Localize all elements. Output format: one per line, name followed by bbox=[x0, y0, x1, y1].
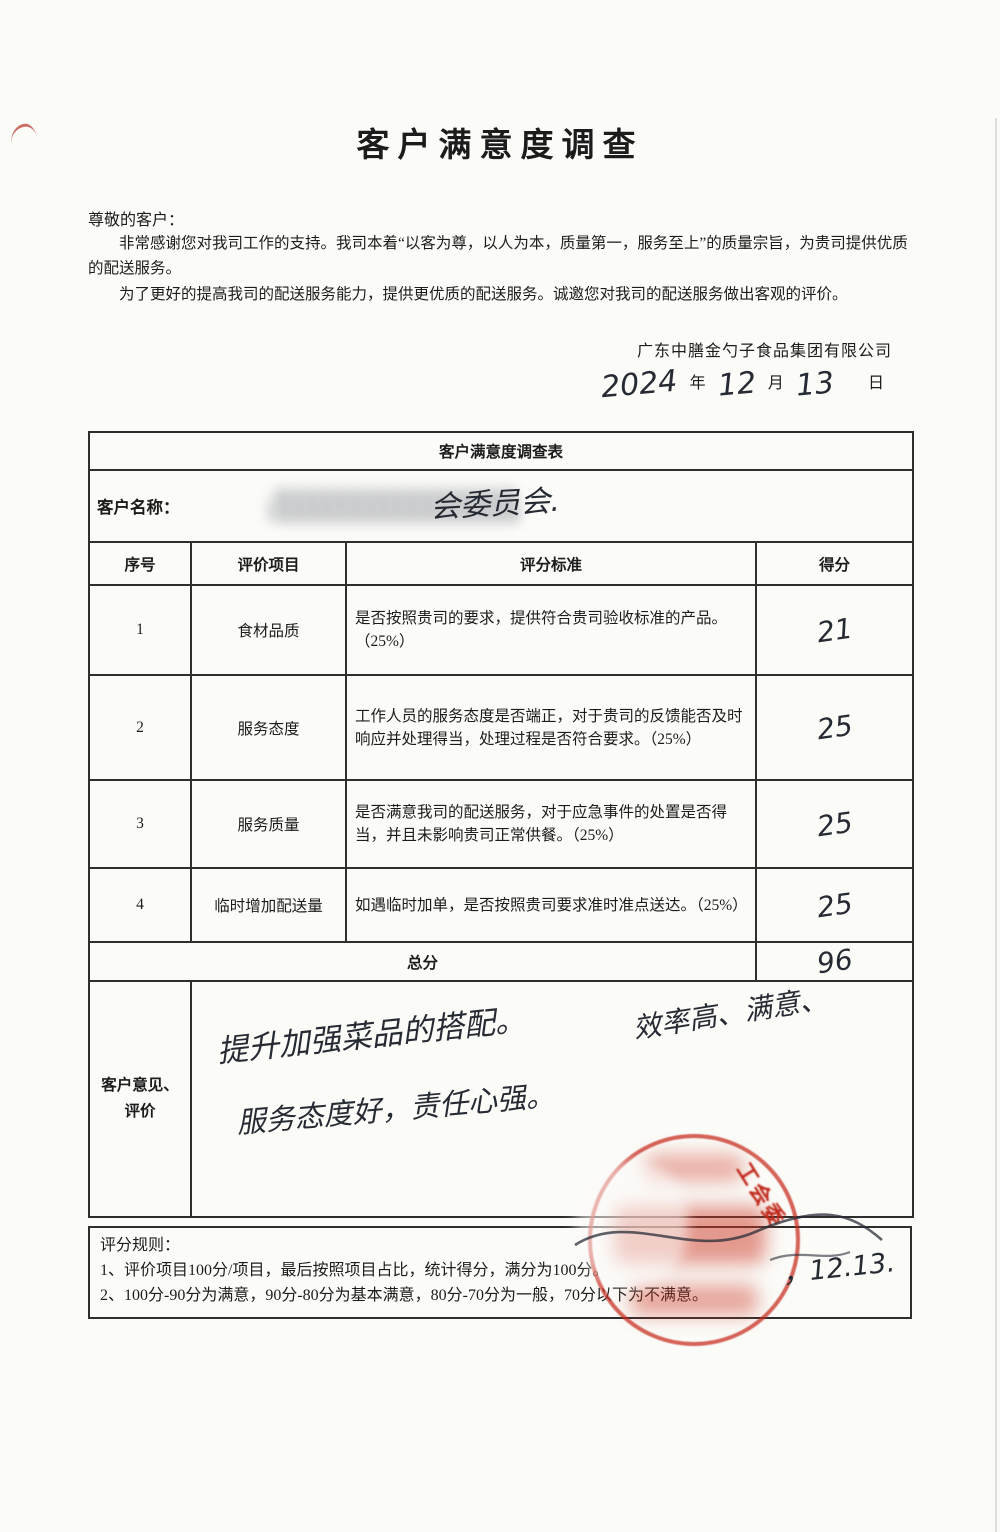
row-criteria: 是否按照贵司的要求，提供符合贵司验收标准的产品。（25%） bbox=[345, 584, 757, 677]
header-item: 评价项目 bbox=[190, 541, 347, 587]
handwritten-score: 25 bbox=[814, 886, 855, 925]
document-page: 客户满意度调查 尊敬的客户： 非常感谢您对我司工作的支持。我司本着“以客为尊，以… bbox=[0, 118, 1000, 1319]
handwritten-month: 12 bbox=[716, 365, 758, 404]
row-criteria: 工作人员的服务态度是否端正，对于贵司的反馈能否及时响应并处理得当，处理过程是否符… bbox=[345, 674, 757, 782]
handwritten-comment-line3: 服务态度好，责任心强。 bbox=[235, 1078, 557, 1141]
row-no: 1 bbox=[88, 584, 192, 677]
total-row: 总分 96 bbox=[88, 941, 915, 983]
table-title-row: 客户满意度调查表 bbox=[87, 431, 915, 472]
row-item: 临时增加配送量 bbox=[190, 867, 347, 944]
row-item: 服务质量 bbox=[190, 779, 347, 870]
table-row: 4 临时增加配送量 如遇临时加单，是否按照贵司要求准时准点送达。（25%） 25 bbox=[88, 867, 915, 944]
customer-name-row: 客户名称： 会委员会. bbox=[87, 469, 915, 544]
intro-paragraph-1: 非常感谢您对我司工作的支持。我司本着“以客为尊，以人为本，质量第一，服务至上”的… bbox=[88, 235, 908, 278]
rules-title: 评分规则： bbox=[100, 1237, 181, 1255]
row-item: 服务态度 bbox=[190, 674, 347, 782]
rule-2: 2、100分-90分为满意，90分-80分为基本满意，80分-70分为一般，70… bbox=[100, 1286, 708, 1304]
table-title: 客户满意度调查表 bbox=[87, 431, 915, 472]
row-no: 3 bbox=[88, 779, 192, 870]
comment-row: 客户意见、评价 提升加强菜品的搭配。 效率高、满意、 服务态度好，责任心强。 bbox=[88, 980, 915, 1219]
rule-1: 1、评价项目100分/项目，最后按照项目占比，统计得分，满分为100分。 bbox=[100, 1262, 609, 1280]
header-score: 得分 bbox=[754, 541, 915, 587]
handwritten-day: 13 bbox=[794, 365, 836, 404]
customer-name-redaction-blur bbox=[270, 489, 520, 524]
handwritten-score: 25 bbox=[814, 805, 855, 844]
handwritten-year: 2024 bbox=[599, 364, 679, 406]
comment-area: 提升加强菜品的搭配。 效率高、满意、 服务态度好，责任心强。 bbox=[189, 980, 915, 1219]
scan-edge-line bbox=[995, 118, 997, 1532]
row-no: 4 bbox=[88, 867, 192, 944]
company-name: 广东中膳金勺子食品集团有限公司 bbox=[636, 343, 892, 361]
total-label: 总分 bbox=[88, 941, 757, 983]
handwritten-comment-line1: 提升加强菜品的搭配。 bbox=[215, 1002, 528, 1071]
column-header-row: 序号 评价项目 评分标准 得分 bbox=[88, 541, 915, 587]
row-no: 2 bbox=[88, 674, 192, 782]
survey-table: 客户满意度调查表 客户名称： 会委员会. 序号 评价项目 评分标准 得分 1 食… bbox=[87, 431, 915, 1219]
table-row: 3 服务质量 是否满意我司的配送服务，对于应急事件的处置是否得当，并且未影响贵司… bbox=[88, 779, 915, 870]
handwritten-score: 21 bbox=[814, 611, 855, 650]
header-criteria: 评分标准 bbox=[345, 541, 757, 587]
year-label: 年 bbox=[689, 375, 706, 393]
date-line: 2024 年 12 月 13 日 bbox=[88, 364, 912, 419]
handwritten-total-score: 96 bbox=[814, 943, 855, 981]
handwritten-comment-line2: 效率高、满意、 bbox=[630, 982, 830, 1046]
header-no: 序号 bbox=[88, 541, 192, 587]
customer-name-handwritten: 会委员会. bbox=[429, 483, 561, 526]
red-stamp: 工会委 bbox=[576, 1134, 800, 1346]
row-criteria: 如遇临时加单，是否按照贵司要求准时准点送达。（25%） bbox=[345, 867, 757, 944]
stamp-blurred-text-bottom bbox=[630, 1284, 758, 1316]
row-criteria: 是否满意我司的配送服务，对于应急事件的处置是否得当，并且未影响贵司正常供餐。（2… bbox=[345, 779, 757, 870]
page-title: 客户满意度调查 bbox=[356, 128, 644, 164]
scoring-rules-box: 评分规则： 1、评价项目100分/项目，最后按照项目占比，统计得分，满分为100… bbox=[88, 1226, 912, 1319]
comment-label: 客户意见、评价 bbox=[88, 980, 192, 1219]
customer-name-label: 客户名称： bbox=[97, 498, 180, 518]
intro-paragraph-2: 为了更好的提高我司的配送服务能力，提供更优质的配送服务。诚邀您对我司的配送服务做… bbox=[119, 286, 848, 304]
handwritten-score: 25 bbox=[814, 709, 855, 747]
table-row: 1 食材品质 是否按照贵司的要求，提供符合贵司验收标准的产品。（25%） 21 bbox=[88, 584, 915, 677]
row-item: 食材品质 bbox=[190, 584, 347, 677]
stamp-redaction-patch bbox=[576, 1162, 688, 1286]
month-label: 月 bbox=[767, 375, 784, 393]
table-row: 2 服务态度 工作人员的服务态度是否端正，对于贵司的反馈能否及时响应并处理得当，… bbox=[88, 674, 915, 782]
salutation: 尊敬的客户： bbox=[88, 212, 185, 229]
signature-stroke bbox=[574, 1213, 883, 1262]
day-label: 日 bbox=[867, 375, 884, 393]
